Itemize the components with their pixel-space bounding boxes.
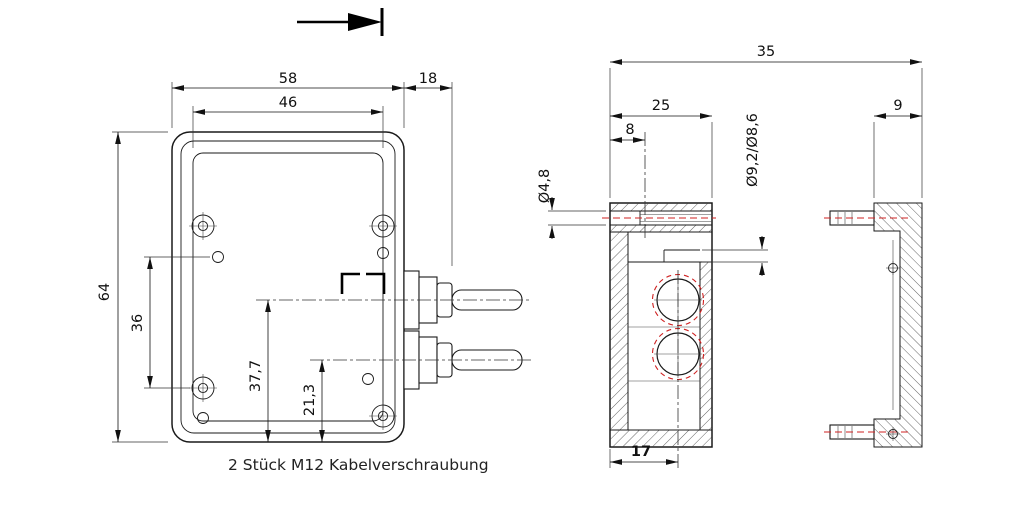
dim-screw-offset: 8 bbox=[625, 122, 634, 138]
dim-hole-offset: 17 bbox=[631, 444, 651, 460]
front-dimensions: 58 46 18 64 36 37,7 21,3 bbox=[97, 71, 453, 443]
lid-section-view: 9 bbox=[824, 98, 923, 448]
corner-screw-bottom-right bbox=[369, 402, 397, 430]
corner-screw-top-right bbox=[369, 212, 397, 240]
dim-hole-spacing: 36 bbox=[130, 314, 146, 332]
enclosure-outer-outline bbox=[171, 131, 405, 443]
section-mark-left bbox=[340, 272, 360, 294]
dim-gland-lower-offset: 21,3 bbox=[302, 384, 318, 416]
dim-gland-length: 18 bbox=[419, 71, 437, 87]
mounting-hole bbox=[212, 251, 224, 263]
front-view: 58 46 18 64 36 37,7 21,3 bbox=[97, 71, 532, 443]
mounting-hole bbox=[362, 373, 374, 385]
hatch-top-strip-lower bbox=[609, 224, 713, 233]
corner-screw-bottom-left bbox=[189, 374, 217, 402]
caption: 2 Stück M12 Kabelverschraubung bbox=[228, 456, 489, 474]
dim-depth-total: 35 bbox=[757, 44, 775, 60]
section-mark-right bbox=[366, 272, 386, 294]
dim-gland-hole-diameter: Ø9,2/Ø8,6 bbox=[745, 113, 761, 187]
lid-pilot-hole-bottom bbox=[886, 427, 900, 441]
view-direction-arrow bbox=[297, 8, 384, 36]
dim-front-width-outer: 58 bbox=[279, 71, 297, 87]
hatch-bottom-wall bbox=[609, 429, 713, 448]
enclosure-mid-outline bbox=[180, 140, 396, 434]
mounting-hole bbox=[377, 247, 389, 259]
dim-gland-upper-offset: 37,7 bbox=[248, 360, 264, 392]
dim-body-depth: 25 bbox=[652, 98, 670, 114]
lid-pilot-hole-top bbox=[886, 261, 900, 275]
section-dimensions: 35 25 8 Ø4,8 Ø9,2/Ø8,6 17 bbox=[537, 44, 923, 468]
dim-screw-diameter: Ø4,8 bbox=[537, 169, 553, 203]
body-section-view: 35 25 8 Ø4,8 Ø9,2/Ø8,6 17 bbox=[537, 44, 923, 468]
hatch-top-strip-upper bbox=[609, 202, 713, 212]
dim-front-width-inner: 46 bbox=[279, 95, 297, 111]
mounting-hole bbox=[197, 412, 209, 424]
arrow-head bbox=[348, 13, 382, 31]
hatch-right-wall bbox=[699, 261, 713, 431]
lid-dimensions: 9 bbox=[873, 98, 922, 198]
lid-outline bbox=[873, 202, 923, 448]
hatch-left-wall bbox=[609, 231, 629, 431]
corner-screw-top-left bbox=[189, 212, 217, 240]
dim-lid-depth: 9 bbox=[893, 98, 902, 114]
dim-height-outer: 64 bbox=[97, 283, 113, 301]
